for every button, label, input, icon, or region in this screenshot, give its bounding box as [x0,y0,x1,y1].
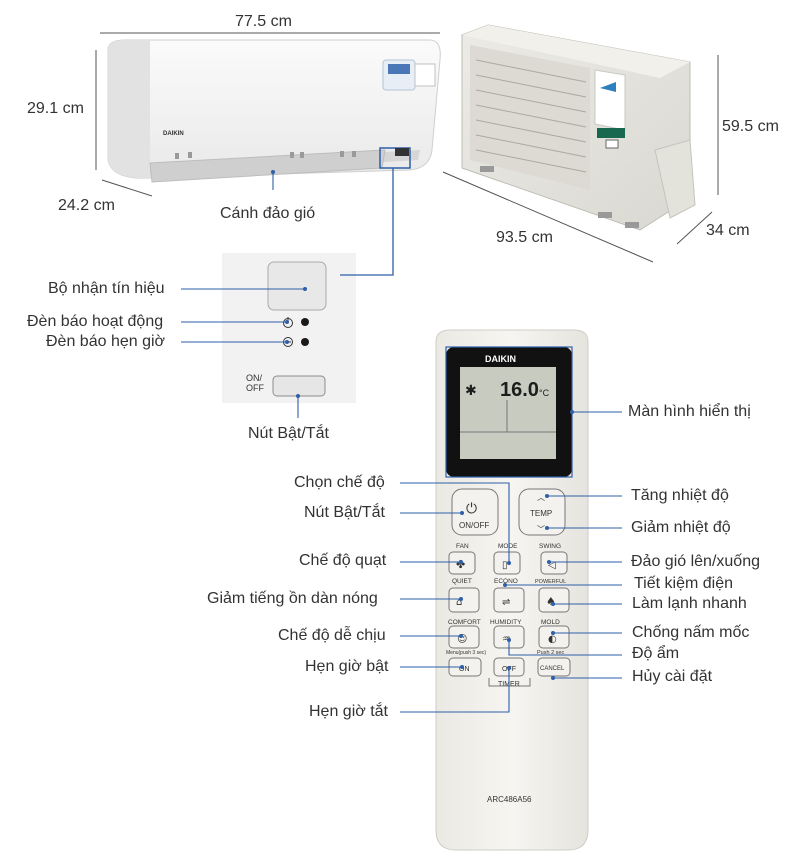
swing-button[interactable] [540,551,568,575]
indoor-unit-image: DAIKIN [107,39,441,183]
label-comfort: Chế độ dễ chịu [278,627,386,644]
powerful-button[interactable] [538,587,570,613]
remote-onoff-label[interactable]: ON/OFF [459,521,489,530]
label-humidity: Độ ẩm [632,645,680,662]
label-panel-onoff: Nút Bật/Tắt [248,425,329,442]
btn-label-mode: MODE [498,543,518,550]
powerful-icon: ♠ [546,595,556,608]
power-icon: ⏻ [466,501,477,517]
label-temp-down: Giảm nhiệt độ [631,519,731,536]
outdoor-unit-image [461,24,696,231]
dim-indoor-depth: 24.2 cm [58,197,115,214]
btn-label-fan: FAN [456,543,469,550]
label-display: Màn hình hiển thị [628,403,751,420]
quiet-icon: ⌂ [456,597,462,608]
btn-label-humidity: HUMIDITY [490,619,522,626]
label-timer-off: Hẹn giờ tắt [309,703,388,720]
label-fan-mode: Chế độ quạt [299,552,387,569]
label-mode-select: Chọn chế độ [294,474,385,491]
svg-text:﹀: ﹀ [537,525,545,534]
swing-icon: ◁ [548,560,556,571]
econo-icon: ⇌ [502,597,510,608]
remote-model: ARC486A56 [487,795,532,804]
indoor-brand-logo: DAIKIN [163,131,184,137]
mold-button[interactable] [538,625,570,649]
svg-text:✱: ✱ [465,383,477,399]
dim-outdoor-depth: 34 cm [706,222,750,239]
btn-label-powerful: POWERFUL [535,579,566,585]
timer-on-label[interactable]: ON [459,666,470,673]
dim-outdoor-height: 59.5 cm [722,118,779,135]
comfort-button[interactable] [448,625,480,649]
btn-label-mold: MOLD [541,619,560,626]
cancel-button[interactable] [537,657,571,677]
dim-outdoor-width: 93.5 cm [496,229,553,246]
label-swing: Đảo gió lên/xuống [631,553,760,570]
econo-button[interactable] [493,587,525,613]
btn-label-menu-sub: Menu(push 3 sec) [446,650,486,656]
dimension-lines [95,32,719,263]
btn-label-comfort: COMFORT [448,619,481,626]
comfort-icon: ☺ [457,634,467,645]
btn-label-econo: ECONO [494,578,518,585]
remote-control: DAIKIN 16.0 °C ✱ ⏻ ON/OFF TEMP ︿ ﹀ FAN M… [435,329,589,851]
label-temp-up: Tăng nhiệt độ [631,487,729,504]
label-operation-lamp: Đèn báo hoạt động [27,313,164,330]
quiet-button[interactable] [448,587,480,613]
panel-on-text: ON/ [246,373,263,383]
cancel-label[interactable]: CANCEL [540,666,565,672]
receiver-panel: ON/ OFF [222,253,356,403]
label-powerful: Làm lạnh nhanh [632,595,747,612]
label-timer-lamp: Đèn báo hẹn giờ [46,333,166,350]
btn-label-push2: Push 2 sec [537,650,564,656]
label-mold: Chống nấm mốc [632,624,750,641]
label-timer-on: Hẹn giờ bật [305,658,389,675]
dim-indoor-width: 77.5 cm [235,13,292,30]
label-signal-receiver: Bộ nhận tín hiệu [48,280,165,297]
label-quiet: Giảm tiếng ồn dàn nóng [207,590,378,607]
callout-lines [181,172,622,713]
label-cancel: Hủy cài đặt [632,668,713,685]
remote-brand: DAIKIN [485,354,516,364]
label-econo: Tiết kiệm điện [634,575,733,592]
mode-icon: ▯ [502,560,508,571]
fan-icon: ✤ [456,558,465,571]
mold-icon: ◐ [548,634,557,645]
dim-indoor-height: 29.1 cm [27,100,84,117]
btn-label-swing: SWING [539,543,561,550]
lcd-temperature: 16.0 [500,379,539,401]
humidity-icon: ♒ [502,634,511,645]
label-remote-onoff: Nút Bật/Tắt [304,504,385,521]
lcd-unit: °C [539,388,550,398]
btn-label-quiet: QUIET [452,578,472,585]
svg-text:︿: ︿ [537,493,545,502]
label-louver: Cánh đảo gió [220,205,316,222]
panel-off-text: OFF [246,383,264,393]
remote-temp-label[interactable]: TEMP [530,509,552,518]
